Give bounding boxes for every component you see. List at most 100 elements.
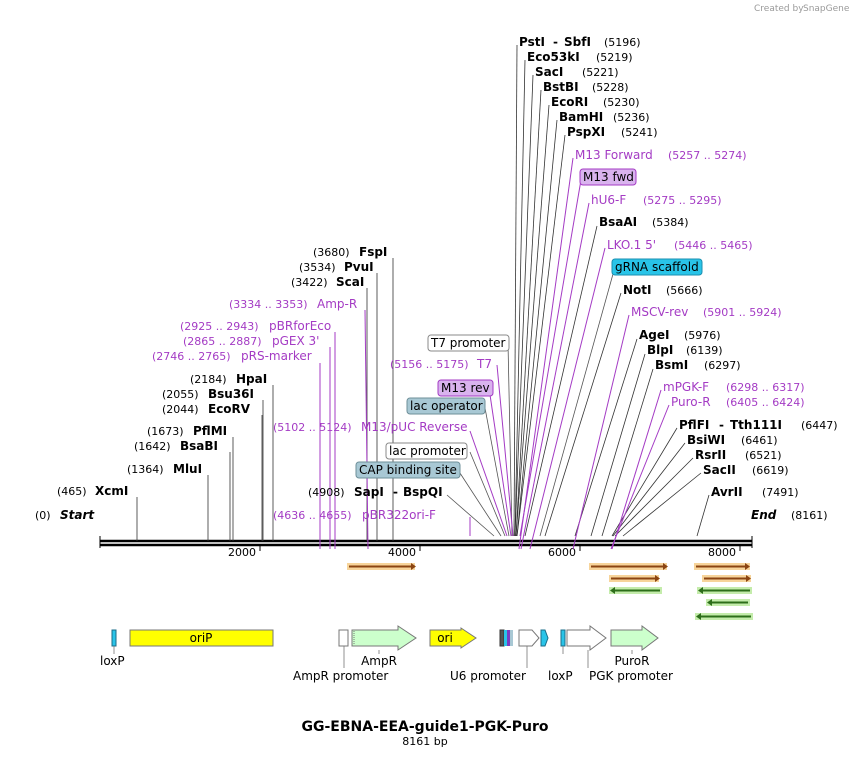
svg-text:-: - <box>393 485 398 499</box>
primer-m13-puc-reverse: M13/pUC Reverse <box>361 420 468 434</box>
pgk-promoter-label: PGK promoter <box>589 669 673 683</box>
pos-t7: (5156 .. 5175) <box>390 358 469 371</box>
primer-mscv-rev: MSCV-rev <box>631 305 688 319</box>
sequence-backbone <box>99 536 753 548</box>
enzyme-pvui: PvuI <box>344 260 374 274</box>
orip-feature <box>129 629 274 647</box>
enzyme-psti: PstI <box>519 35 545 49</box>
enzyme-hpai: HpaI <box>236 372 267 386</box>
orf-arrow-7 <box>706 599 750 606</box>
enzyme-mlui: MluI <box>173 462 202 476</box>
t7-promoter-box <box>427 334 510 352</box>
primer-amp-r: Amp-R <box>317 297 357 311</box>
u6-promoter-feature <box>518 629 540 647</box>
pos-m13-puc-reverse: (5102 .. 5124) <box>273 421 352 434</box>
enzyme-pflmi: PflMI <box>193 424 227 438</box>
loxp-label-left: loxP <box>100 654 125 668</box>
pos-hu6-f: (5275 .. 5295) <box>643 194 722 207</box>
tick-label-6000: 6000 <box>548 546 576 559</box>
pos-scai: (3422) <box>291 276 328 289</box>
tick-label-2000: 2000 <box>228 546 256 559</box>
puror-feature <box>610 625 659 651</box>
enzyme-rsrii: RsrII <box>695 448 726 462</box>
tick-label-8000: 8000 <box>708 546 736 559</box>
pos-pbrforeco: (2925 .. 2943) <box>180 320 259 333</box>
pgk-promoter-feature <box>566 625 607 651</box>
primer-pgex3: pGEX 3' <box>272 334 319 348</box>
primer-prs-marker: pRS-marker <box>241 349 312 363</box>
pos-rsrii: (6521) <box>745 449 782 462</box>
m13-fwd-label: M13 fwd <box>583 170 634 184</box>
primer-lko1-5: LKO.1 5' <box>607 238 656 252</box>
lac-promoter-box <box>385 442 468 460</box>
plasmid-length: 8161 bp <box>402 735 447 748</box>
pos-xcmi: (465) <box>57 485 87 498</box>
t7-promoter-label: T7 promoter <box>430 336 506 350</box>
primer-t7: T7 <box>476 357 492 371</box>
grna-feature <box>540 629 549 647</box>
orf-arrow-4 <box>694 563 750 570</box>
pos-bsu36i: (2055) <box>162 388 199 401</box>
loxp-feature-left <box>111 629 117 647</box>
orf-arrow-5 <box>702 575 751 582</box>
pos-agei: (5976) <box>684 329 721 342</box>
primer-hu6-f: hU6-F <box>591 193 626 207</box>
pos-ecorv: (2044) <box>162 403 199 416</box>
pos-sapi: (4908) <box>308 486 345 499</box>
enzyme-tth111i: Tth111I <box>730 418 782 432</box>
loxp-label-right: loxP <box>548 669 573 683</box>
m13-rev-box <box>437 379 494 397</box>
svg-text:-: - <box>719 418 724 432</box>
primer-pbrforeco: pBRforEco <box>269 319 331 333</box>
pos-bsmi: (6297) <box>704 359 741 372</box>
axis-ticks: 2000 4000 6000 8000 <box>228 545 741 559</box>
pos-pflfi: (6447) <box>801 419 838 432</box>
orf-arrow-8 <box>695 613 753 620</box>
end-position: (8161) <box>791 509 828 522</box>
pos-avrii: (7491) <box>762 486 799 499</box>
m13-rev-label: M13 rev <box>441 381 490 395</box>
enzyme-eco53ki: Eco53kI <box>527 50 580 64</box>
ampr-promoter-feature <box>338 629 349 647</box>
pos-eco53ki: (5219) <box>596 51 633 64</box>
ampr-feature <box>351 625 417 651</box>
orf-arrow-1 <box>589 563 668 570</box>
right-primer-lines <box>518 157 670 550</box>
enzyme-scai: ScaI <box>336 275 364 289</box>
pos-puro-r: (6405 .. 6424) <box>726 396 805 409</box>
primer-m13-forward: M13 Forward <box>575 148 653 162</box>
enzyme-blpi: BlpI <box>647 343 673 357</box>
lac-promoter-label: lac promoter <box>389 444 466 458</box>
pos-prs-marker: (2746 .. 2765) <box>152 350 231 363</box>
enzyme-bspqi: BspQI <box>403 485 443 499</box>
plasmid-title: GG-EBNA-EEA-guide1-PGK-Puro <box>302 719 549 735</box>
pos-sacii: (6619) <box>752 464 789 477</box>
pos-m13-forward: (5257 .. 5274) <box>668 149 747 162</box>
feature-track: loxP oriP AmpR promoter AmpR ori U6 prom… <box>100 625 673 683</box>
end-label: End <box>751 508 777 522</box>
lac-operator-label: lac operator <box>410 399 483 413</box>
loxp-feature-right <box>560 629 566 647</box>
right-site-lines <box>513 44 710 537</box>
start-label: Start <box>60 508 95 522</box>
enzyme-agei: AgeI <box>639 328 669 342</box>
pos-blpi: (6139) <box>686 344 723 357</box>
pos-psti: (5196) <box>604 36 641 49</box>
pos-bsiwi: (6461) <box>741 434 778 447</box>
pos-mlui: (1364) <box>127 463 164 476</box>
lac-operator-box <box>406 397 486 415</box>
puror-label: PuroR <box>615 654 650 668</box>
enzyme-fspi: FspI <box>359 245 387 259</box>
pos-bsabi: (1642) <box>134 440 171 453</box>
start-position: (0) <box>35 509 51 522</box>
pos-pbr322ori-f: (4636 .. 4655) <box>273 509 352 522</box>
pos-mpgk-f: (6298 .. 6317) <box>726 381 805 394</box>
ori-feature <box>429 627 477 649</box>
enzyme-avrii: AvrII <box>711 485 743 499</box>
enzyme-pspxi: PspXI <box>567 125 605 139</box>
created-by-text: Created by <box>754 4 804 14</box>
pos-bamhi: (5236) <box>613 111 650 124</box>
left-primer-lines <box>319 309 369 550</box>
middle-primer-lines <box>469 364 514 537</box>
